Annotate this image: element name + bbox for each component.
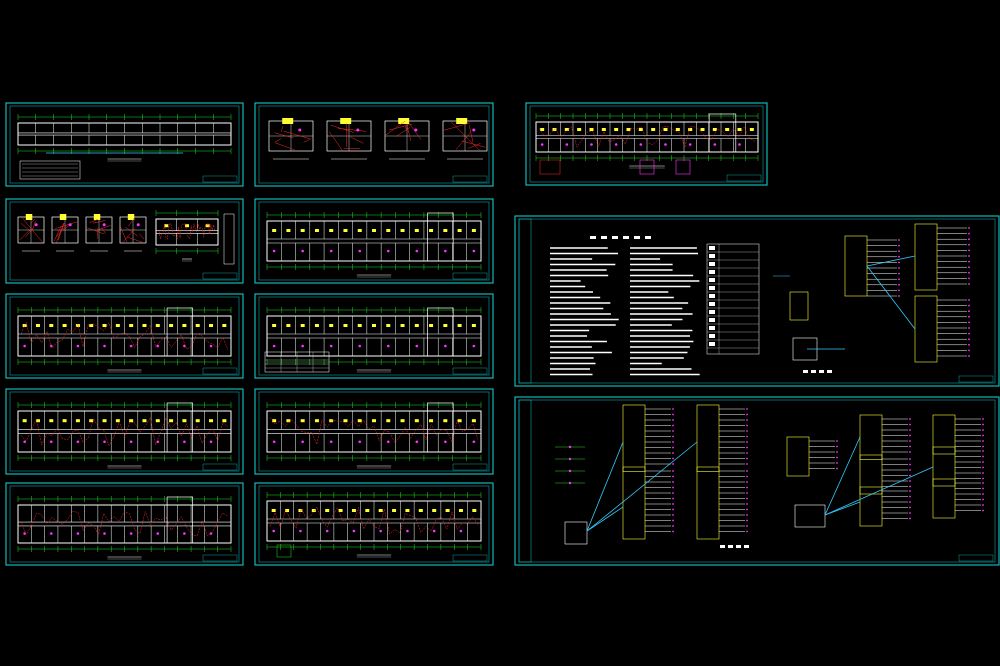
sheet-left-5 <box>5 482 244 566</box>
sheet-mid-3 <box>254 293 494 379</box>
sheet-mid-5 <box>254 482 494 566</box>
sheet-wide-plan <box>525 102 768 186</box>
sheet-notes-riser <box>514 215 1000 387</box>
sheet-distribution <box>514 396 1000 566</box>
sheet-mid-2 <box>254 198 494 284</box>
sheet-left-4 <box>5 388 244 475</box>
sheet-left-2 <box>5 198 244 284</box>
drawing-sheets <box>5 102 1000 566</box>
sheet-left-1 <box>5 102 244 187</box>
sheet-mid-4 <box>254 388 494 475</box>
sheet-left-3 <box>5 293 244 379</box>
sheet-mid-1 <box>254 102 494 187</box>
